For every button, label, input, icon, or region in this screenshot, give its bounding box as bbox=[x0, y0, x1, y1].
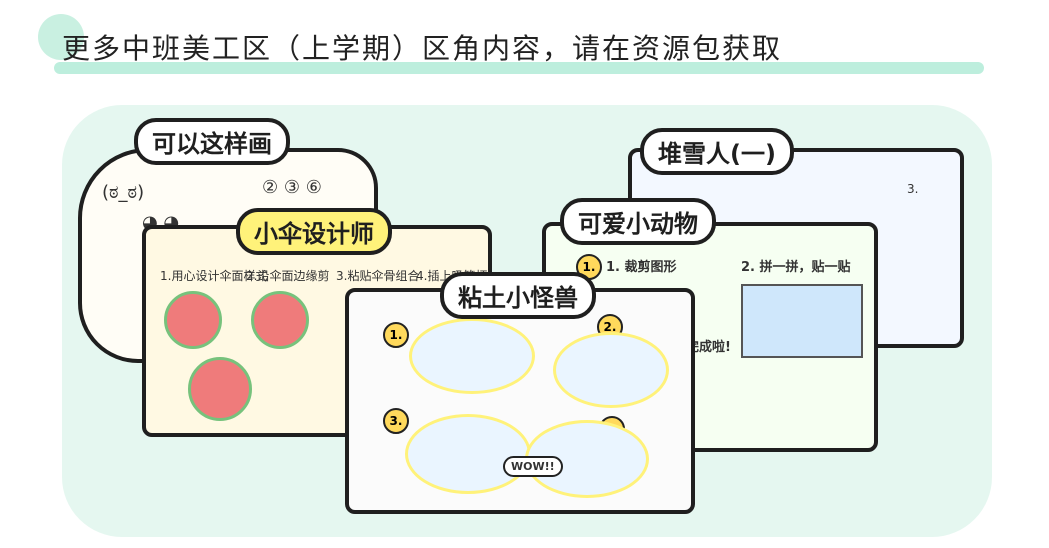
clay-wow-bubble: WOW!! bbox=[503, 456, 563, 477]
card-snowman-title: 堆雪人(一) bbox=[640, 128, 794, 175]
header-bubble-decoration bbox=[38, 14, 84, 60]
card-animals-title: 可爱小动物 bbox=[560, 198, 716, 245]
umbrella-step-3: 3.粘贴伞骨组合 bbox=[336, 269, 420, 283]
umbrella-image-2 bbox=[251, 291, 309, 349]
clay-photo-3 bbox=[405, 414, 531, 494]
card-clay-monster: 1. 2. 3. 4. WOW!! bbox=[345, 288, 695, 514]
umbrella-image-1 bbox=[164, 291, 222, 349]
animals-step-1: 1. 裁剪图形 bbox=[606, 260, 677, 275]
page-header: 更多中班美工区（上学期）区角内容，请在资源包获取 bbox=[0, 0, 1049, 90]
card-draw-title: 可以这样画 bbox=[134, 118, 290, 165]
clay-photo-1 bbox=[409, 318, 535, 394]
umbrella-step-2: 2.沿伞面边缘剪 bbox=[246, 269, 330, 283]
card-clay-title: 粘土小怪兽 bbox=[440, 272, 596, 319]
clay-step-3: 3. bbox=[383, 408, 409, 434]
animals-photo bbox=[741, 284, 863, 358]
snowman-step-3: 3. bbox=[907, 182, 919, 196]
face-doodles: (ಠ_ಠ) bbox=[102, 182, 145, 203]
umbrella-image-3 bbox=[188, 357, 252, 421]
card-animals: 1. 1. 裁剪图形 2. 拼一拼，贴一贴 完成啦! bbox=[542, 222, 878, 452]
umbrella-step-1: 1.用心设计伞面样式 bbox=[160, 269, 268, 283]
clay-photo-2 bbox=[553, 332, 669, 408]
clay-step-1: 1. bbox=[383, 322, 409, 348]
number-doodles: ② ③ ⑥ bbox=[262, 177, 322, 198]
header-underline-decoration bbox=[54, 62, 984, 74]
animals-step-2: 2. 拼一拼，贴一贴 bbox=[741, 260, 851, 275]
animals-done-label: 完成啦! bbox=[686, 340, 731, 355]
page-title: 更多中班美工区（上学期）区角内容，请在资源包获取 bbox=[62, 32, 783, 65]
card-umbrella-title: 小伞设计师 bbox=[236, 208, 392, 255]
